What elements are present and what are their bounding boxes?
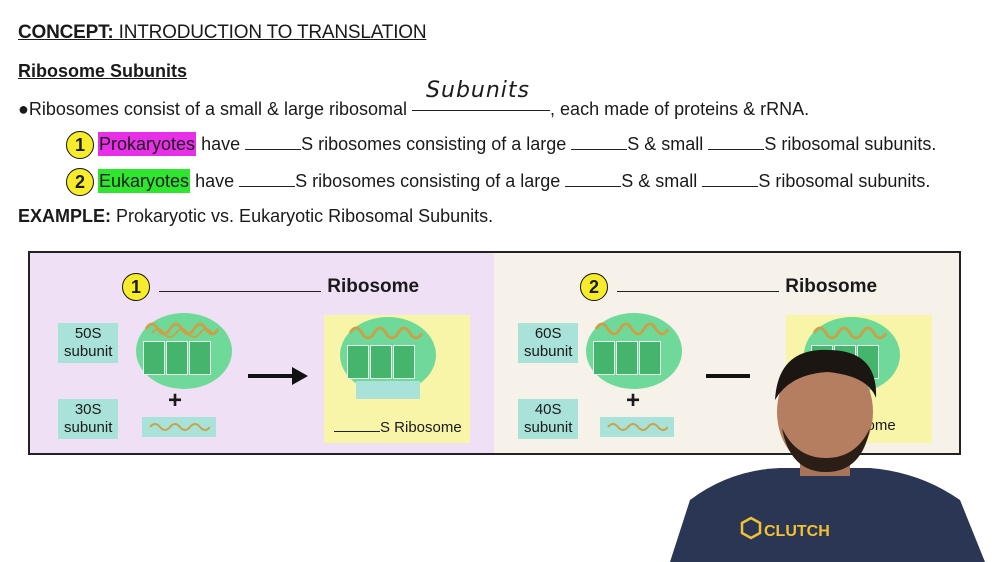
label-line: subunit — [524, 419, 573, 436]
prokaryotic-panel: 1 Ribosome 50S subunit + 30S subunit S R… — [28, 251, 497, 455]
number-circle: 2 — [66, 168, 94, 196]
rrna-squiggle-icon — [812, 326, 888, 340]
eukaryotes-highlight: Eukaryotes — [98, 168, 191, 193]
concept-label: CONCEPT: — [18, 22, 114, 43]
label-line: 60S — [534, 325, 562, 342]
label-line: 50S — [74, 325, 102, 342]
number-circle: 2 — [580, 273, 608, 301]
blank — [571, 135, 628, 150]
protein-block — [393, 345, 415, 379]
panel-title: 2 Ribosome — [580, 273, 877, 301]
presenter-face — [777, 354, 873, 470]
presenter-shirt — [670, 468, 985, 562]
label-line: 40S — [534, 401, 562, 418]
blank — [245, 135, 302, 150]
blank — [565, 172, 622, 187]
panel-title: 1 Ribosome — [122, 273, 419, 301]
large-subunit-label: 50S subunit — [58, 323, 119, 363]
large-subunit-label: 60S subunit — [518, 323, 579, 363]
blank — [239, 172, 296, 187]
have-text: have — [201, 133, 241, 154]
protein-block — [593, 341, 615, 375]
clutch-logo-icon — [740, 516, 762, 540]
panel-title-text: Ribosome — [785, 276, 878, 298]
handwritten-answer: Subunits — [426, 78, 531, 103]
small-rrna-squiggle-icon — [607, 423, 668, 431]
row-text: S ribosomal subunits. — [758, 170, 931, 191]
panel-title-text: Ribosome — [327, 276, 420, 298]
row-text: S ribosomes consisting of a large — [301, 133, 567, 154]
bullet-text-before: Ribosomes consist of a small & large rib… — [28, 99, 408, 119]
row-text: S & small — [621, 170, 698, 191]
arrow-shaft — [706, 374, 750, 378]
rrna-squiggle-icon — [594, 322, 670, 336]
arrow-icon — [292, 367, 308, 385]
presenter-video: CLUTCH — [670, 349, 985, 562]
protein-block — [347, 345, 369, 379]
concept-heading: CONCEPT: INTRODUCTION TO TRANSLATION — [18, 22, 427, 44]
protein-block — [166, 341, 188, 375]
label-line: 30S — [74, 401, 102, 418]
title-blank — [159, 279, 322, 293]
row-text: S & small — [627, 133, 704, 154]
row-text: S ribosomes consisting of a large — [295, 170, 561, 191]
label-line: subunit — [524, 343, 573, 360]
result-label-text: S Ribosome — [380, 419, 462, 436]
plus-sign: + — [626, 387, 641, 414]
result-label: S Ribosome — [334, 417, 462, 436]
label-line: subunit — [64, 343, 113, 360]
shirt-logo-text: CLUTCH — [764, 523, 830, 540]
small-rrna-squiggle-icon — [149, 423, 210, 431]
rrna-squiggle-icon — [144, 322, 220, 338]
protein-block — [370, 345, 392, 379]
presenter-beard — [782, 428, 870, 472]
blank — [708, 135, 765, 150]
eukaryotic-panel: 2 Ribosome 60S subunit + 40S subunit S R… — [494, 251, 961, 455]
number-circle: 1 — [122, 273, 150, 301]
bullet-text-after: , each made of proteins & rRNA. — [550, 99, 810, 119]
small-subunit-label: 40S subunit — [518, 399, 579, 439]
bullet-line: ●Ribosomes consist of a small & large ri… — [18, 78, 810, 120]
small-subunit-label: 30S subunit — [58, 399, 119, 439]
protein-block — [616, 341, 638, 375]
example-line: EXAMPLE: Prokaryotic vs. Eukaryotic Ribo… — [18, 206, 493, 227]
protein-block — [189, 341, 211, 375]
bullet-marker: ● — [18, 99, 29, 119]
plus-sign: + — [168, 387, 183, 414]
example-text: Prokaryotic vs. Eukaryotic Ribosomal Sub… — [116, 206, 494, 226]
concept-title: INTRODUCTION TO TRANSLATION — [118, 22, 427, 43]
small-subunit-rect — [356, 381, 420, 399]
protein-block — [639, 341, 661, 375]
example-label: EXAMPLE: — [18, 206, 112, 226]
rrna-squiggle-icon — [348, 326, 424, 340]
have-text: have — [195, 170, 235, 191]
number-circle: 1 — [66, 131, 94, 159]
label-line: subunit — [64, 419, 113, 436]
row-text: S ribosomal subunits. — [764, 133, 937, 154]
arrow-shaft — [248, 374, 292, 378]
blank — [702, 172, 759, 187]
prokaryotes-highlight: Prokaryotes — [98, 131, 197, 156]
presenter-hair — [775, 349, 877, 400]
answer-blank: Subunits — [412, 78, 551, 111]
section-title: Ribosome Subunits — [18, 61, 188, 81]
blank — [334, 417, 380, 432]
title-blank — [617, 279, 780, 293]
protein-block — [143, 341, 165, 375]
